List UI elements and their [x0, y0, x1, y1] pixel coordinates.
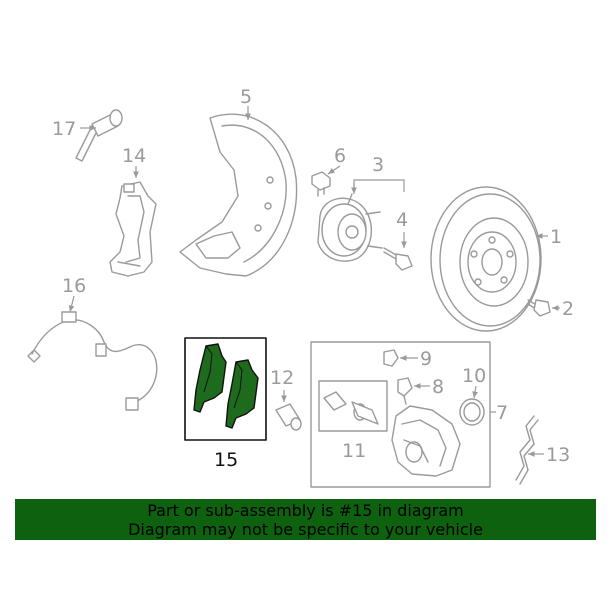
callout-10: 10 — [462, 365, 486, 387]
callout-3: 3 — [372, 154, 384, 176]
callout-11: 11 — [342, 440, 366, 462]
part-11-pin-kit[interactable] — [323, 391, 379, 425]
part-15-frame — [184, 337, 267, 441]
info-banner: Part or sub-assembly is #15 in diagram D… — [15, 499, 596, 540]
callout-6: 6 — [334, 145, 346, 167]
callout-16: 16 — [62, 275, 86, 297]
callout-12: 12 — [270, 367, 294, 389]
part-1-brake-rotor[interactable] — [430, 186, 542, 332]
part-7-frame — [310, 341, 491, 488]
part-8-bleeder-screw[interactable] — [397, 377, 413, 405]
callout-9: 9 — [420, 348, 432, 370]
part-11-frame — [318, 380, 388, 432]
part-9-bleeder-cap[interactable] — [383, 349, 399, 367]
part-7-caliper-housing[interactable] — [391, 405, 461, 477]
banner-line-2: Diagram may not be specific to your vehi… — [128, 520, 483, 539]
callout-2: 2 — [562, 298, 574, 320]
callout-4: 4 — [396, 209, 408, 231]
part-6-bolt[interactable] — [311, 171, 331, 197]
callout-5: 5 — [240, 86, 252, 108]
part-12-guide-pin[interactable] — [275, 403, 302, 431]
part-5-dust-shield[interactable] — [179, 113, 298, 277]
part-4-bolt[interactable] — [383, 247, 413, 271]
part-13-spring-clip[interactable] — [515, 415, 539, 485]
part-16-wear-sensor[interactable] — [27, 311, 158, 411]
callout-17: 17 — [52, 118, 76, 140]
banner-line-1: Part or sub-assembly is #15 in diagram — [147, 501, 464, 520]
callout-14: 14 — [122, 145, 146, 167]
callout-7: 7 — [496, 402, 508, 424]
part-10-seal[interactable] — [459, 398, 485, 426]
part-15-brake-pads[interactable] — [193, 343, 259, 429]
callout-8: 8 — [432, 376, 444, 398]
callout-15: 15 — [214, 449, 238, 471]
callout-13: 13 — [546, 444, 570, 466]
part-14-caliper-bracket[interactable] — [109, 181, 157, 277]
callout-1: 1 — [550, 226, 562, 248]
part-2-screw[interactable] — [527, 299, 551, 317]
part-3-hub-bearing[interactable] — [317, 193, 383, 262]
part-17-bolt[interactable] — [75, 109, 123, 162]
